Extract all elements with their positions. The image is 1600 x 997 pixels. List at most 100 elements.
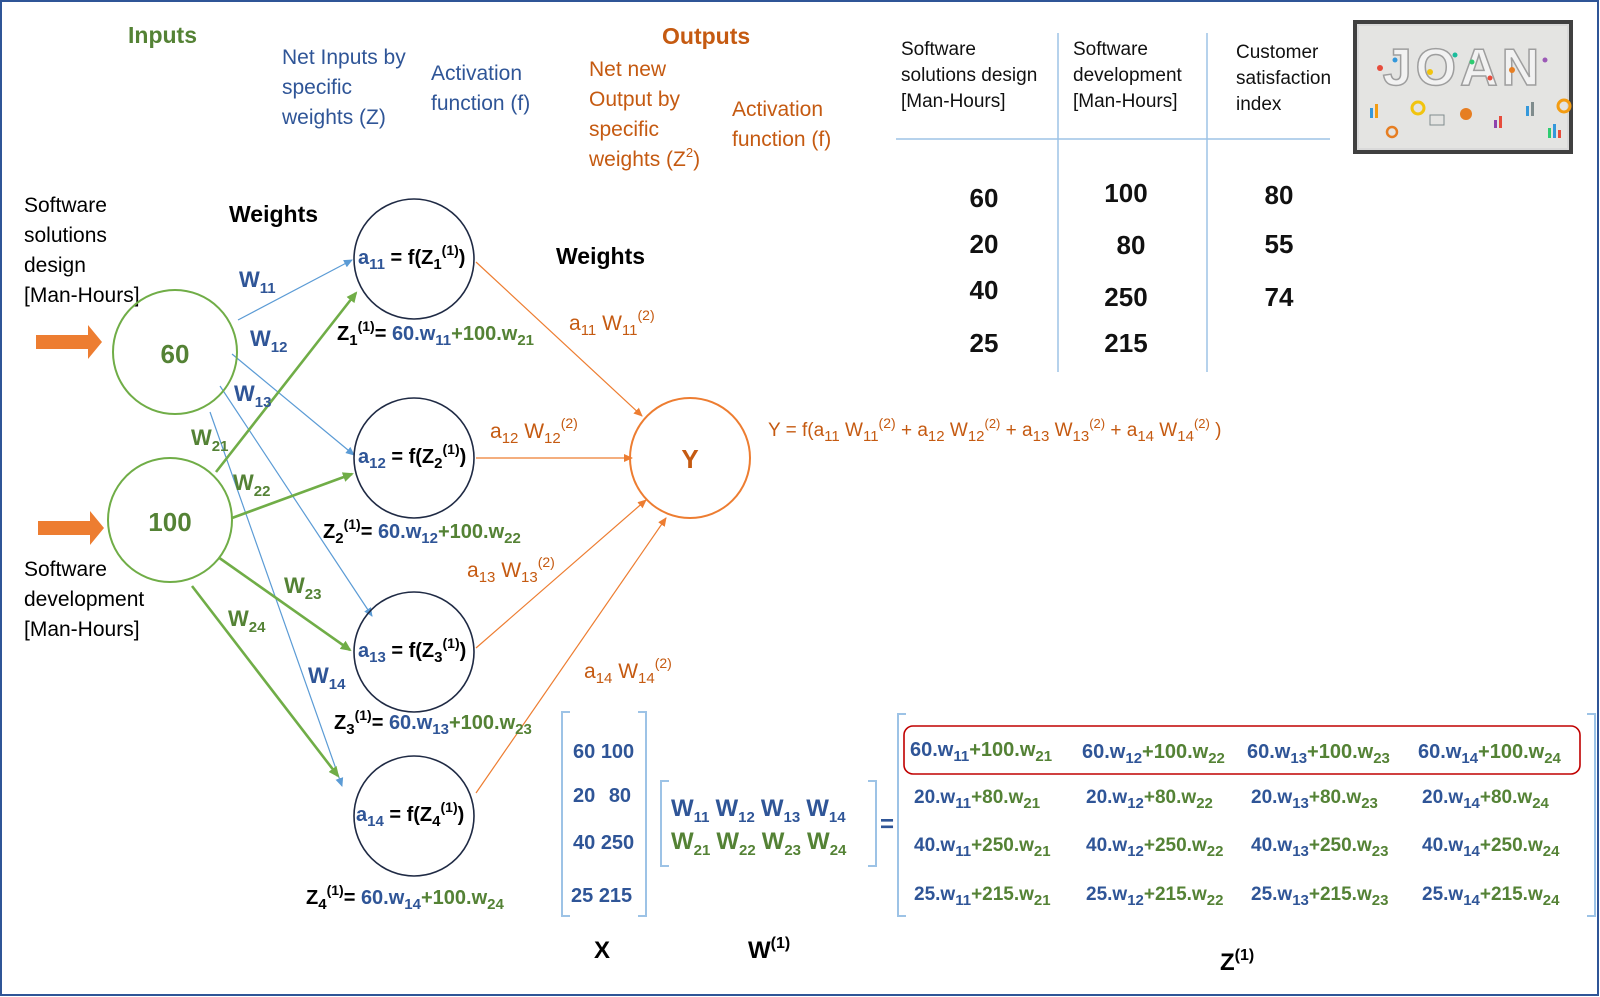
- svg-text:Net Inputs by: Net Inputs by: [282, 46, 406, 69]
- svg-text:Software: Software: [1073, 39, 1148, 60]
- table-column-3: 80 55 74: [1265, 180, 1294, 312]
- svg-text:Output by: Output by: [589, 88, 681, 111]
- matrix-z-cell: 25.w12+215.w22: [1086, 884, 1223, 909]
- weight-label-w13: W13: [234, 381, 271, 411]
- weight-label-w24: W24: [228, 606, 266, 636]
- matrix-z-highlight-box: [903, 725, 1581, 775]
- svg-text:a12 = f(Z2(1)): a12 = f(Z2(1)): [358, 441, 466, 472]
- hidden-node-3: a13 = f(Z3(1)): [353, 591, 475, 713]
- table-cell: 80: [1117, 230, 1146, 260]
- svg-text:[Man-Hours]: [Man-Hours]: [901, 91, 1006, 112]
- connections-input-hidden: [190, 259, 373, 787]
- table-cell: 40: [970, 275, 999, 305]
- weights-label-2: Weights: [556, 243, 645, 269]
- output-node: Y: [629, 397, 751, 519]
- table-header-2: Software development [Man-Hours]: [1073, 39, 1183, 112]
- svg-text:Activation: Activation: [732, 98, 823, 121]
- matrix-x: 60 100 20 80 40 250 25 215: [561, 711, 647, 917]
- table-cell: 80: [1265, 180, 1294, 210]
- input-label-bottom: Software development [Man-Hours]: [24, 558, 144, 641]
- matrix-w-label: W(1): [748, 935, 790, 964]
- matrix-z-cell: 25.w11+215.w21: [914, 884, 1051, 909]
- svg-text:design: design: [24, 254, 86, 277]
- input-arrow-icon-bottom: [38, 511, 104, 545]
- matrix-z: [897, 713, 1596, 917]
- z-equation-1: Z1(1)= 60.w11+100.w21: [337, 318, 534, 349]
- matrix-z-cell: 60.w12+100.w22: [1082, 741, 1225, 767]
- joan-logo-image: JOAN: [1353, 20, 1573, 154]
- weight-label-w11: W11: [239, 267, 276, 297]
- matrix-x-row-3: 40 250: [573, 832, 634, 854]
- matrix-z-cell: 20.w14+80.w24: [1422, 787, 1550, 812]
- svg-text:weights (Z): weights (Z): [281, 106, 386, 129]
- output-formula: Y = f(a11 W11(2) + a12 W12(2) + a13 W13(…: [768, 415, 1221, 445]
- table-cell: 215: [1104, 328, 1147, 358]
- matrix-z-cell: 40.w12+250.w22: [1086, 835, 1223, 860]
- matrix-z-cell: 40.w13+250.w23: [1251, 835, 1388, 860]
- matrix-z-cell: 20.w12+80.w22: [1086, 787, 1213, 812]
- svg-text:Customer: Customer: [1236, 42, 1319, 63]
- table-cell: 25: [970, 328, 999, 358]
- svg-text:[Man-Hours]: [Man-Hours]: [24, 618, 140, 641]
- output-weight-label-2: a12 W12(2): [490, 415, 578, 447]
- svg-text:solutions design: solutions design: [901, 65, 1037, 86]
- table-cell: 74: [1265, 282, 1294, 312]
- weight-label-w22: W22: [233, 470, 270, 500]
- input-arrow-icon-top: [36, 325, 102, 359]
- svg-text:satisfaction: satisfaction: [1236, 68, 1331, 89]
- svg-text:Y: Y: [681, 444, 698, 474]
- z-equation-2: Z2(1)= 60.w12+100.w22: [323, 516, 521, 547]
- matrix-x-row-2: 20 80: [573, 785, 631, 807]
- hidden-node-2: a12 = f(Z2(1)): [353, 397, 475, 519]
- net-inputs-header: Net Inputs by specific weights (Z): [281, 46, 406, 129]
- svg-text:Software: Software: [24, 194, 107, 217]
- matrix-z-cell: 20.w13+80.w23: [1251, 787, 1378, 812]
- svg-text:60: 60: [161, 339, 190, 369]
- connections-hidden-output: [475, 261, 667, 794]
- svg-text:[Man-Hours]: [Man-Hours]: [1073, 91, 1178, 112]
- input-node-1: 60: [112, 289, 238, 415]
- svg-text:specific: specific: [282, 76, 352, 99]
- table-cell: 100: [1104, 178, 1147, 208]
- weight-label-w12: W12: [250, 326, 287, 356]
- hidden-node-1: a11 = f(Z1(1)): [353, 198, 475, 320]
- svg-text:specific: specific: [589, 118, 659, 141]
- svg-text:a14 = f(Z4(1)): a14 = f(Z4(1)): [356, 799, 464, 830]
- data-table: Software solutions design [Man-Hours] So…: [896, 33, 1331, 372]
- output-weight-label-1: a11 W11(2): [569, 307, 655, 339]
- svg-text:development: development: [24, 588, 144, 611]
- svg-text:Activation: Activation: [431, 62, 522, 85]
- weights-label-1: Weights: [229, 201, 318, 227]
- hidden-node-4: a14 = f(Z4(1)): [353, 755, 475, 877]
- matrix-z-cell: 20.w11+80.w21: [914, 787, 1040, 812]
- matrix-x-row-4: 25 215: [571, 885, 632, 907]
- output-weight-label-3: a13 W13(2): [467, 554, 555, 586]
- inputs-header: Inputs: [128, 22, 197, 48]
- svg-text:weights (Z2): weights (Z2): [588, 145, 700, 171]
- table-header-1: Software solutions design [Man-Hours]: [901, 39, 1037, 112]
- svg-text:solutions: solutions: [24, 224, 107, 247]
- table-cell: 250: [1104, 282, 1147, 312]
- table-cell: 55: [1265, 229, 1294, 259]
- activation-header-1: Activation function (f): [431, 62, 530, 115]
- input-label-top: Software solutions design [Man-Hours]: [24, 194, 140, 307]
- matrix-z-cell: 40.w14+250.w24: [1422, 835, 1560, 860]
- svg-text:[Man-Hours]: [Man-Hours]: [24, 284, 140, 307]
- matrix-z-cell: 25.w14+215.w24: [1422, 884, 1560, 909]
- activation-header-2: Activation function (f): [732, 98, 831, 151]
- matrix-z-label: Z(1): [1220, 947, 1254, 976]
- svg-text:100: 100: [148, 507, 191, 537]
- svg-text:function (f): function (f): [431, 92, 530, 115]
- table-column-2: 100 80 250 215: [1104, 178, 1147, 358]
- weight-label-w23: W23: [284, 573, 321, 603]
- z-equation-4: Z4(1)= 60.w14+100.w24: [306, 882, 504, 913]
- matrix-x-row-1: 60 100: [573, 741, 634, 763]
- output-weight-label-4: a14 W14(2): [584, 655, 672, 687]
- svg-text:a13 = f(Z3(1)): a13 = f(Z3(1)): [358, 635, 466, 666]
- z-equation-3: Z3(1)= 60.w13+100.w23: [334, 707, 532, 738]
- matrix-z-cell: 40.w11+250.w21: [914, 835, 1051, 860]
